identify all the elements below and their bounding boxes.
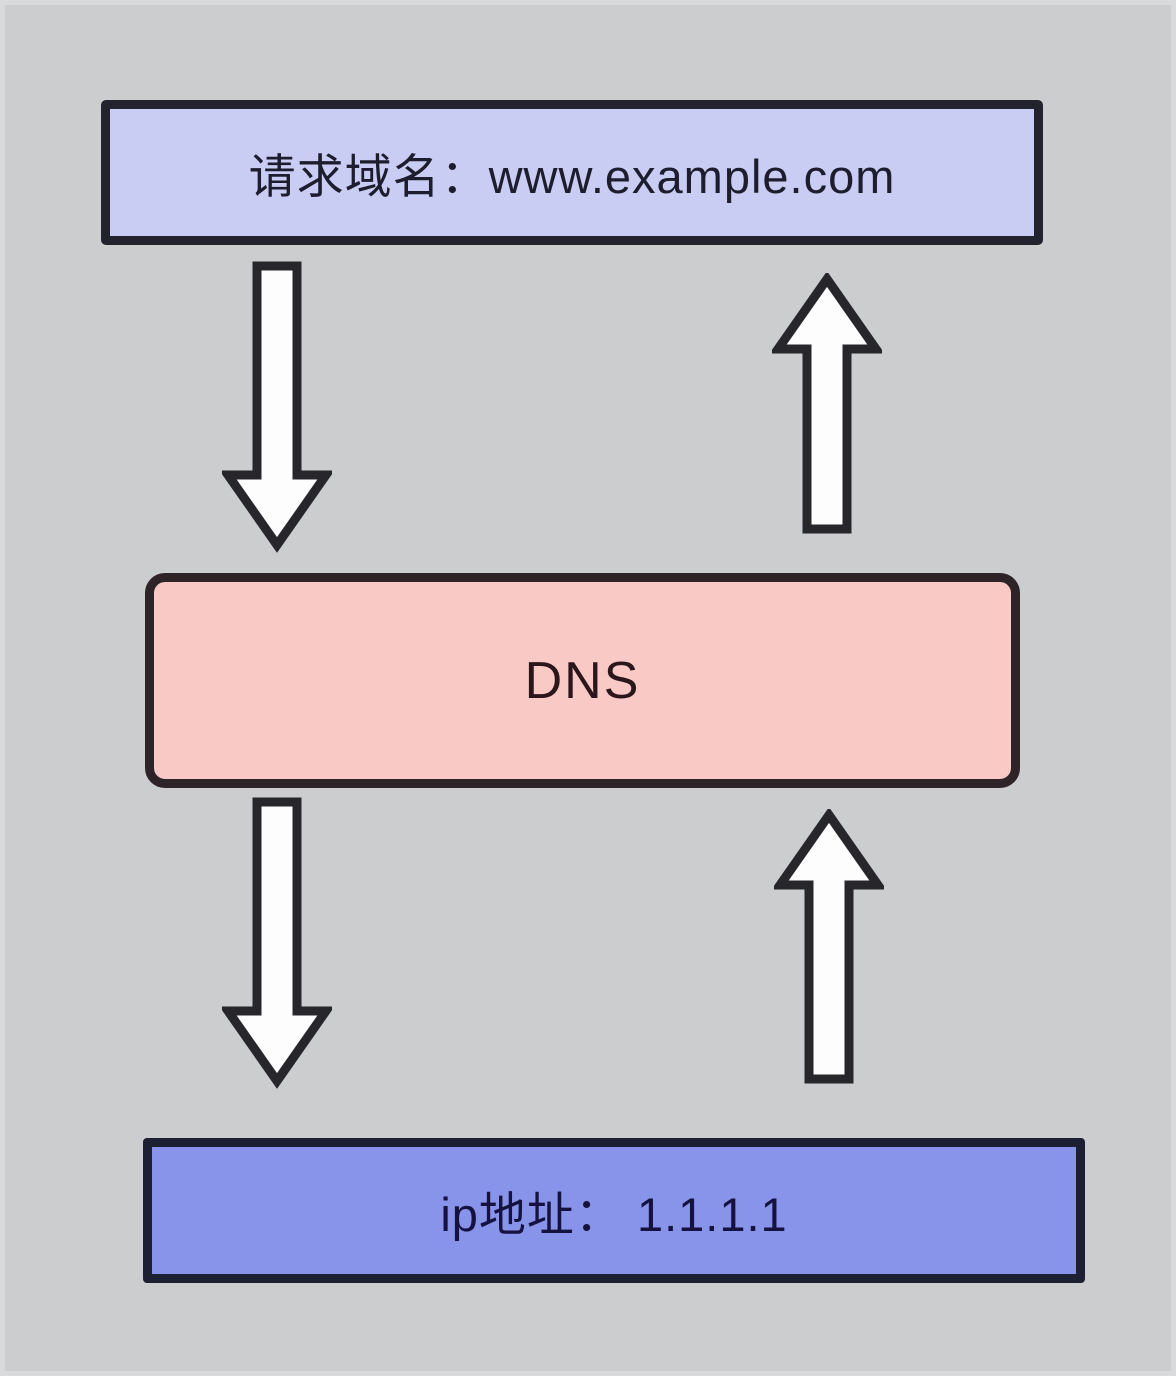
node-dns-server: DNS: [145, 573, 1020, 788]
arrow-up-dns-to-request-icon: [772, 273, 882, 534]
node-domain-request-label: 请求域名：www.example.com: [248, 150, 896, 203]
node-domain-request: 请求域名：www.example.com: [101, 100, 1043, 245]
arrow-down-request-to-dns-icon: [222, 261, 332, 553]
arrow-up-ip-to-dns-icon: [774, 809, 884, 1084]
node-ip-address-label: ip地址： 1.1.1.1: [440, 1188, 788, 1241]
node-ip-address: ip地址： 1.1.1.1: [143, 1138, 1085, 1283]
node-dns-server-label: DNS: [524, 651, 641, 710]
arrow-down-dns-to-ip-icon: [222, 797, 332, 1089]
